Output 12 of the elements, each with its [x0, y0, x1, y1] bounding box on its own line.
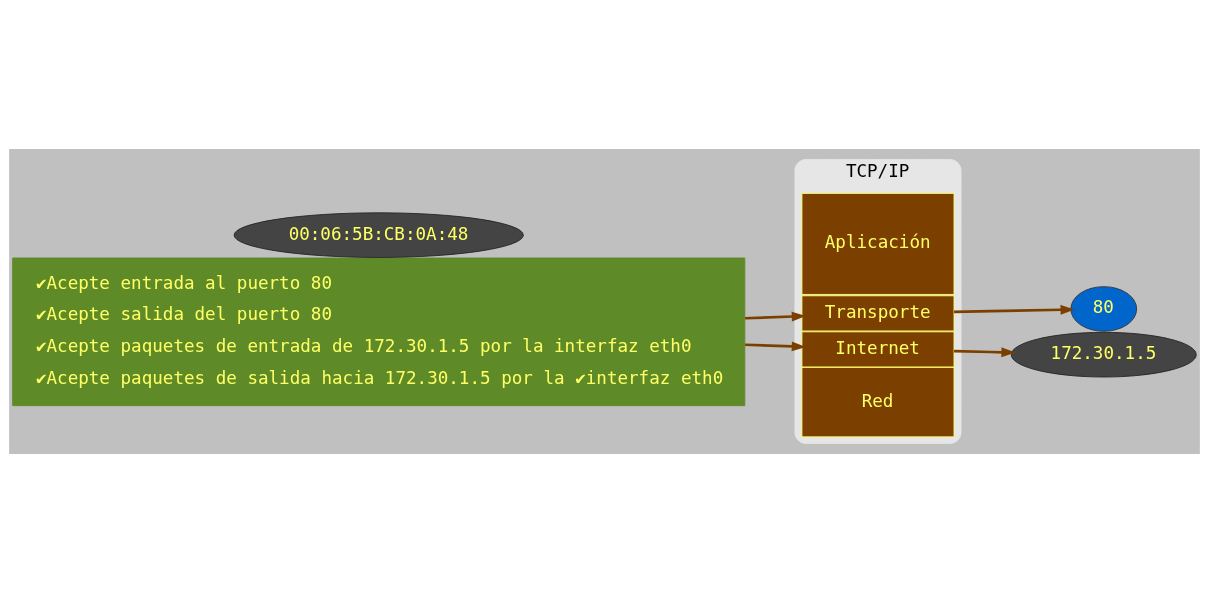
arrow — [954, 346, 1016, 357]
node-box: Transporte — [801, 294, 955, 331]
node-ellipse: 172.30.1.5 — [1010, 331, 1197, 377]
node-box: Internet — [801, 330, 955, 367]
node-box: Red — [801, 366, 955, 437]
node-box: Aplicación — [801, 192, 955, 295]
node-box: ✔Acepte entrada al puerto 80 ✔Acepte salida del puerto 80 ✔Acepte paquetes de entrada de 172.30.1.5 por la interfaz eth0 ✔Acepte paquetes de salida hacia 172.30.1.5 por la ✔interfaz eth0 — [12, 257, 746, 406]
arrow — [745, 340, 806, 351]
arrow — [745, 311, 806, 321]
arrow — [954, 304, 1075, 315]
node-ellipse: 80 — [1070, 285, 1138, 332]
node-ellipse: 00:06:5B:CB:0A:48 — [233, 211, 524, 258]
